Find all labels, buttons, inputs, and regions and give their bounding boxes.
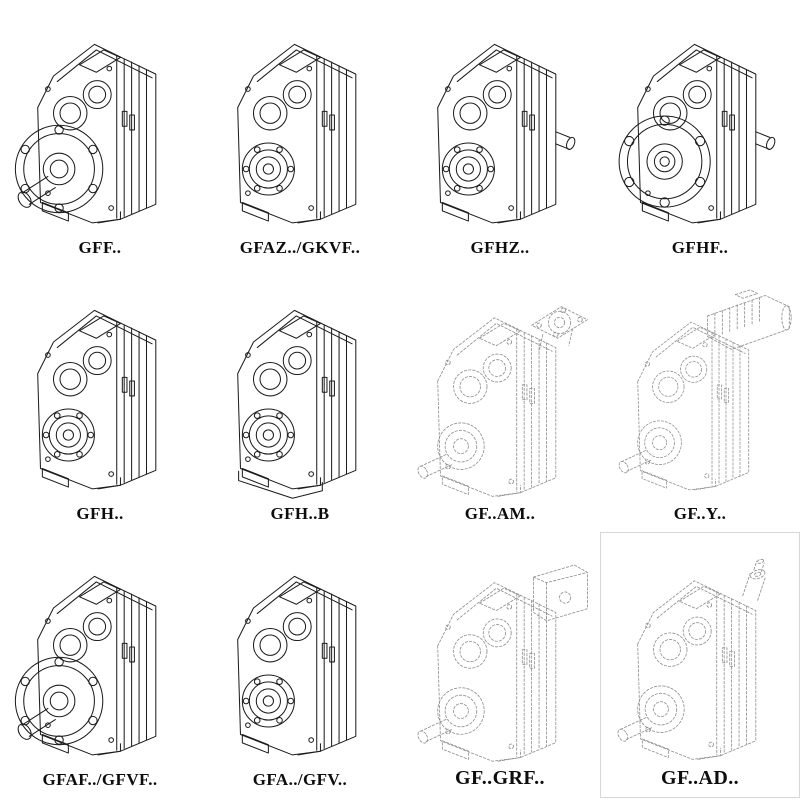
- product-label: GF..Y..: [673, 504, 727, 523]
- product-cell-gf-y: GF..Y..: [600, 266, 800, 532]
- product-label: GFH..B: [270, 504, 330, 523]
- product-label: GF..AM..: [464, 504, 536, 523]
- product-cell-gf-ad: GF..AD..: [600, 532, 800, 798]
- product-cell-gfhz: GFHZ..: [400, 0, 600, 266]
- product-label: GF..GRF..: [455, 767, 545, 789]
- gearbox-drawing-gfh: [37, 309, 157, 490]
- product-label: GFHZ..: [470, 238, 530, 257]
- product-cell-gf-am: GF..AM..: [400, 266, 600, 532]
- product-cell-gff: GFF..: [0, 0, 200, 266]
- product-cell-gfa-gfv: GFA../GFV..: [200, 532, 400, 798]
- gearbox-drawing-gfaf-gfvf: [14, 575, 157, 756]
- gearbox-drawing-gf-am: [415, 306, 588, 497]
- gearbox-drawing-gfa-gfv: [237, 575, 357, 756]
- gearbox-drawing-gf-y: [616, 289, 792, 491]
- product-cell-gf-grf: GF..GRF..: [400, 532, 600, 798]
- product-cell-gfh: GFH..: [0, 266, 200, 532]
- product-label: GF..AD..: [660, 767, 740, 789]
- product-label: GFA../GFV..: [252, 770, 348, 789]
- gearbox-drawing-gf-ad: [615, 558, 767, 760]
- product-label: GFF..: [78, 238, 122, 257]
- product-label: GFAZ../GKVF..: [239, 238, 361, 257]
- gearbox-drawing-gfhz: [437, 43, 578, 224]
- product-cell-gfhf: GFHF..: [600, 0, 800, 266]
- gearbox-drawing-gfaz-gkvf: [237, 43, 357, 224]
- product-cell-gfaz-gkvf: GFAZ../GKVF..: [200, 0, 400, 266]
- gearbox-drawing-gff: [14, 43, 157, 224]
- product-cell-gfaf-gfvf: GFAF../GFVF..: [0, 532, 200, 798]
- gearbox-drawing-gfh-b: [237, 309, 357, 499]
- product-label: GFAF../GFVF..: [42, 770, 158, 789]
- product-cell-gfh-b: GFH..B: [200, 266, 400, 532]
- gearbox-drawing-gf-grf: [415, 564, 588, 762]
- product-label: GFHF..: [671, 238, 729, 257]
- product-label: GFH..: [76, 504, 124, 523]
- gearbox-drawing-gfhf: [618, 43, 778, 224]
